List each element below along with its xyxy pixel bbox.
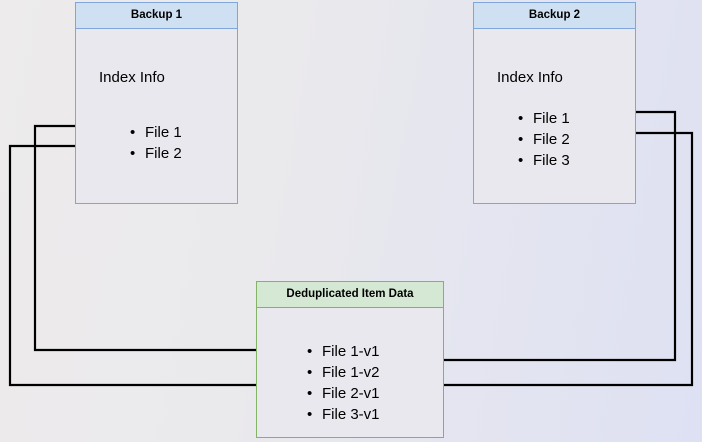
node-backup-1[interactable]: Backup 1 Index Info File 1 File 2 bbox=[75, 2, 238, 204]
node-backup-1-file-list: File 1 File 2 bbox=[130, 122, 182, 164]
list-item: File 1-v2 bbox=[307, 362, 380, 383]
node-backup-2-file-list: File 1 File 2 File 3 bbox=[518, 108, 570, 171]
list-item: File 2-v1 bbox=[307, 383, 380, 404]
node-deduplicated-item-data-file-list: File 1-v1 File 1-v2 File 2-v1 File 3-v1 bbox=[307, 341, 380, 425]
node-backup-1-header: Backup 1 bbox=[76, 3, 237, 29]
list-item: File 3-v1 bbox=[307, 404, 380, 425]
node-backup-2-index-label: Index Info bbox=[497, 68, 563, 86]
list-item: File 1-v1 bbox=[307, 341, 380, 362]
list-item: File 1 bbox=[518, 108, 570, 129]
list-item: File 2 bbox=[518, 129, 570, 150]
node-backup-2-header: Backup 2 bbox=[474, 3, 635, 29]
node-backup-1-index-label: Index Info bbox=[99, 68, 165, 86]
list-item: File 3 bbox=[518, 150, 570, 171]
node-deduplicated-item-data-header: Deduplicated Item Data bbox=[257, 282, 443, 308]
node-deduplicated-item-data[interactable]: Deduplicated Item Data File 1-v1 File 1-… bbox=[256, 281, 444, 438]
node-backup-2[interactable]: Backup 2 Index Info File 1 File 2 File 3 bbox=[473, 2, 636, 204]
list-item: File 2 bbox=[130, 143, 182, 164]
list-item: File 1 bbox=[130, 122, 182, 143]
